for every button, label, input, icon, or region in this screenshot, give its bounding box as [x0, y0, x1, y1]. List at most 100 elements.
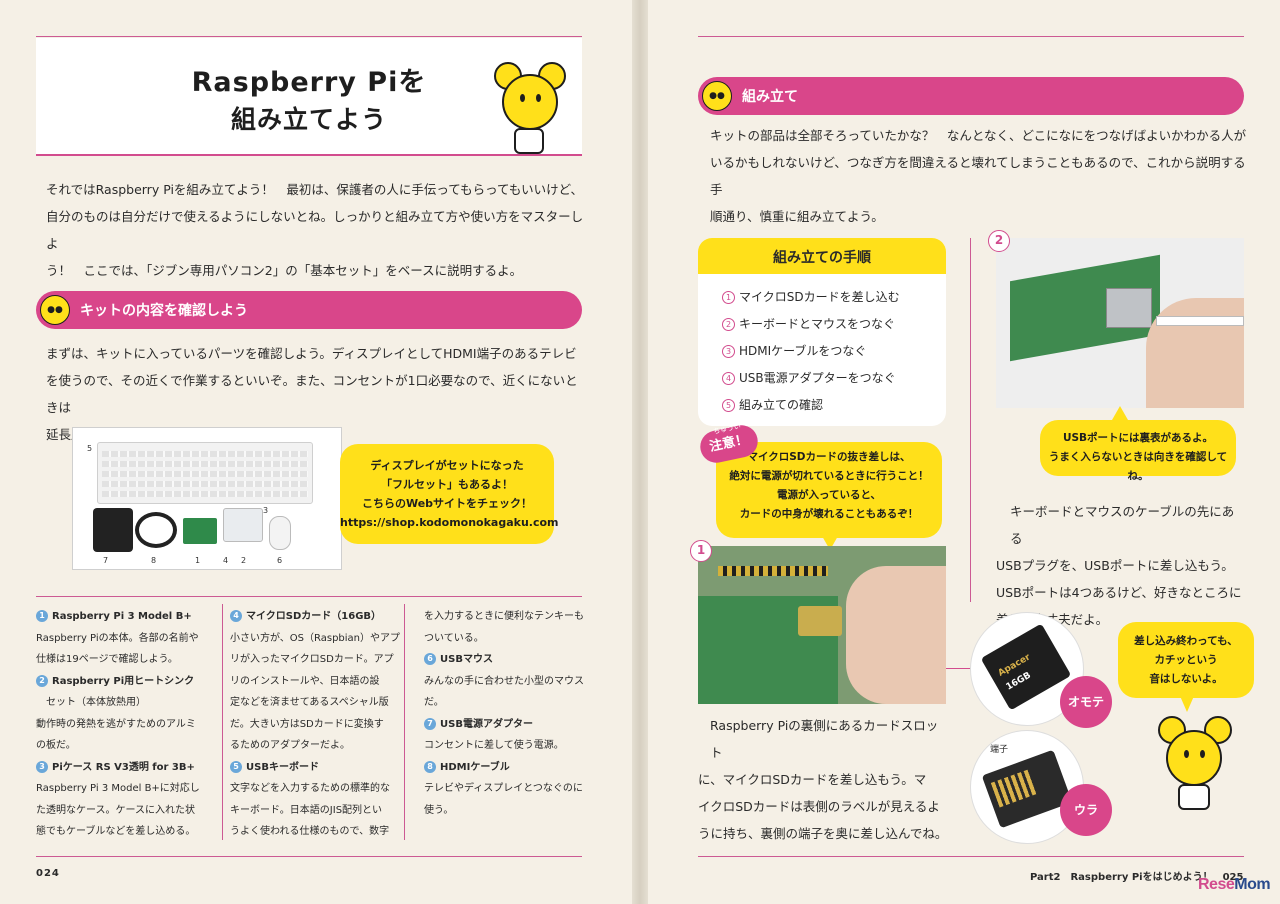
photo-sd-insert	[698, 546, 946, 704]
part-description-line: 定などを済ませてあるスペシャル版	[230, 697, 389, 708]
photo-label: 7	[103, 556, 109, 565]
page-title-line1: Raspberry Piを	[191, 67, 427, 98]
intro-line: う！ ここでは、「ジブン専用パソコン2」の「基本セット」をベースに説明するよ。	[46, 263, 523, 278]
caution-line: 電源が入っていると、	[776, 489, 882, 501]
kb-line: USBプラグを、USBポートに差し込もう。	[996, 558, 1234, 573]
part-description-line: ついている。	[424, 632, 484, 644]
bubble-tail	[1180, 696, 1194, 712]
page-footer-right: Part2 Raspberry Piをはじめよう！ 025	[1030, 872, 1244, 883]
mouse-eye-icon	[1200, 750, 1205, 758]
part-number-badge: 5	[230, 760, 242, 773]
mouse-badge-icon: ●●	[702, 81, 732, 111]
photo-label: 1	[195, 556, 201, 565]
photo-label: 6	[277, 556, 283, 565]
photo-usb-insert	[996, 238, 1244, 408]
intro-line: 自分のものは自分だけで使えるようにしないとね。しっかりと組み立て方や使い方をマス…	[46, 209, 584, 251]
part-description-line: テレビやディスプレイとつなぐのに	[424, 783, 583, 794]
part-number-badge: 3	[36, 760, 48, 773]
part-description-line: リが入ったマイクロSDカード。アプ	[230, 654, 394, 665]
case-image	[223, 508, 263, 542]
photo-number-badge: 2	[988, 230, 1010, 252]
photo-number-badge: 1	[690, 540, 712, 562]
sd-line: うに持ち、裏側の端子を奥に差し込んでね。	[698, 826, 948, 841]
caution-line: カードの中身が壊れることもあるぞ！	[739, 508, 919, 520]
part-description-line: リのインストールや、日本語の設	[230, 675, 380, 687]
mouse-eye-icon	[1184, 750, 1189, 758]
sd-card-front-image: Apacer 16GB	[980, 623, 1072, 711]
steps-title: 組み立ての手順	[698, 238, 946, 274]
sd-card-back-image	[981, 749, 1073, 829]
section-title: キットの内容を確認しよう	[80, 303, 248, 319]
part-description-line: みんなの手に合わせた小型のマウス	[424, 675, 584, 687]
kit-line: を使うので、その近くで作業するといいぞ。また、コンセントが1口必要なので、近くに…	[46, 373, 578, 415]
part-number-badge: 6	[424, 653, 436, 665]
mouse-mascot-title	[492, 62, 572, 162]
mouse-eye-icon	[536, 94, 541, 102]
part-description-line: るためのアダプターだよ。	[230, 740, 350, 751]
assembly-intro: キットの部品は全部そろっていたかな？ なんとなく、どこになにをつなげばよいかわか…	[710, 122, 1250, 230]
usb-cable-image	[1156, 316, 1244, 326]
bubble-line: カチッという	[1154, 654, 1218, 666]
part-description-line: の板だ。	[36, 740, 76, 751]
part-description-line: 使う。	[424, 804, 454, 816]
part-description-line: 仕様は19ページで確認しよう。	[36, 654, 178, 665]
terminal-label: 端子	[990, 745, 1009, 755]
sd-line: イクロSDカードは表側のラベルが見えるよ	[698, 799, 940, 814]
part-number-badge: 2	[36, 674, 48, 687]
hand-image	[846, 566, 946, 704]
bubble-line: 差し込み終わっても、	[1134, 635, 1238, 647]
part-description-line: 文字などを入力するための標準的な	[230, 783, 390, 794]
bubble-tail	[1112, 406, 1128, 420]
sd-line: Raspberry Piの裏側にあるカードスロット	[710, 718, 939, 760]
bottom-rule-right	[698, 856, 1244, 857]
sd-line: に、マイクロSDカードを差し込もう。マ	[698, 772, 927, 787]
photo-label: 3	[263, 506, 269, 515]
part-description-line: だ。大きい方はSDカードに変換す	[230, 718, 384, 730]
part-description-line: 動作時の発熱を逃がすためのアルミ	[36, 718, 196, 730]
photo-label: 4	[223, 556, 229, 565]
intro-paragraph: それではRaspberry Piを組み立てよう！ 最初は、保護者の人に手伝っても…	[46, 176, 586, 284]
mouse-eye-icon	[520, 94, 525, 102]
page-title-line2: 組み立てよう	[230, 105, 387, 134]
click-bubble: 差し込み終わっても、 カチッという 音はしないよ。	[1118, 622, 1254, 698]
connector-line	[946, 668, 976, 669]
part-number-badge: 1	[36, 610, 48, 622]
mouse-head-icon	[502, 74, 558, 130]
sd-paragraph: Raspberry Piの裏側にあるカードスロット に、マイクロSDカードを差し…	[698, 712, 948, 847]
mouse-body-icon	[1178, 784, 1210, 810]
shop-url-link[interactable]: https://shop.kodomonokagaku.com	[340, 516, 559, 529]
photo-label: 2	[241, 556, 247, 565]
section-title: 組み立て	[742, 89, 798, 105]
hand-image	[1146, 298, 1244, 408]
logo-part-b: Mom	[1234, 876, 1271, 893]
mouse-mascot-right	[1156, 716, 1242, 826]
part-description-line: Raspberry Pi 3 Model B+に対応し	[36, 783, 200, 794]
keyboard-image	[97, 442, 313, 504]
part-number-badge: 7	[424, 717, 436, 730]
section-bar-kit-check: ●● キットの内容を確認しよう	[36, 291, 582, 329]
photo-label: 8	[151, 556, 157, 565]
part-description-line: た透明なケース。ケースに入れた状	[36, 804, 195, 816]
intro-line: キットの部品は全部そろっていたかな？ なんとなく、どこになにをつなげばよいかわか…	[710, 128, 1247, 143]
part-description-line: うよく使われる仕様のもので、数字	[230, 826, 390, 837]
resemom-logo: ReseMom	[1198, 876, 1271, 894]
photo-label: 5	[87, 444, 93, 453]
mouse-device-image	[269, 516, 291, 550]
kb-line: USBポートは4つあるけど、好きなところに	[996, 585, 1242, 600]
fullset-bubble: ディスプレイがセットになった 「フルセット」もあるよ！ こちらのWebサイトをチ…	[340, 444, 559, 544]
mouse-body-icon	[514, 128, 544, 154]
